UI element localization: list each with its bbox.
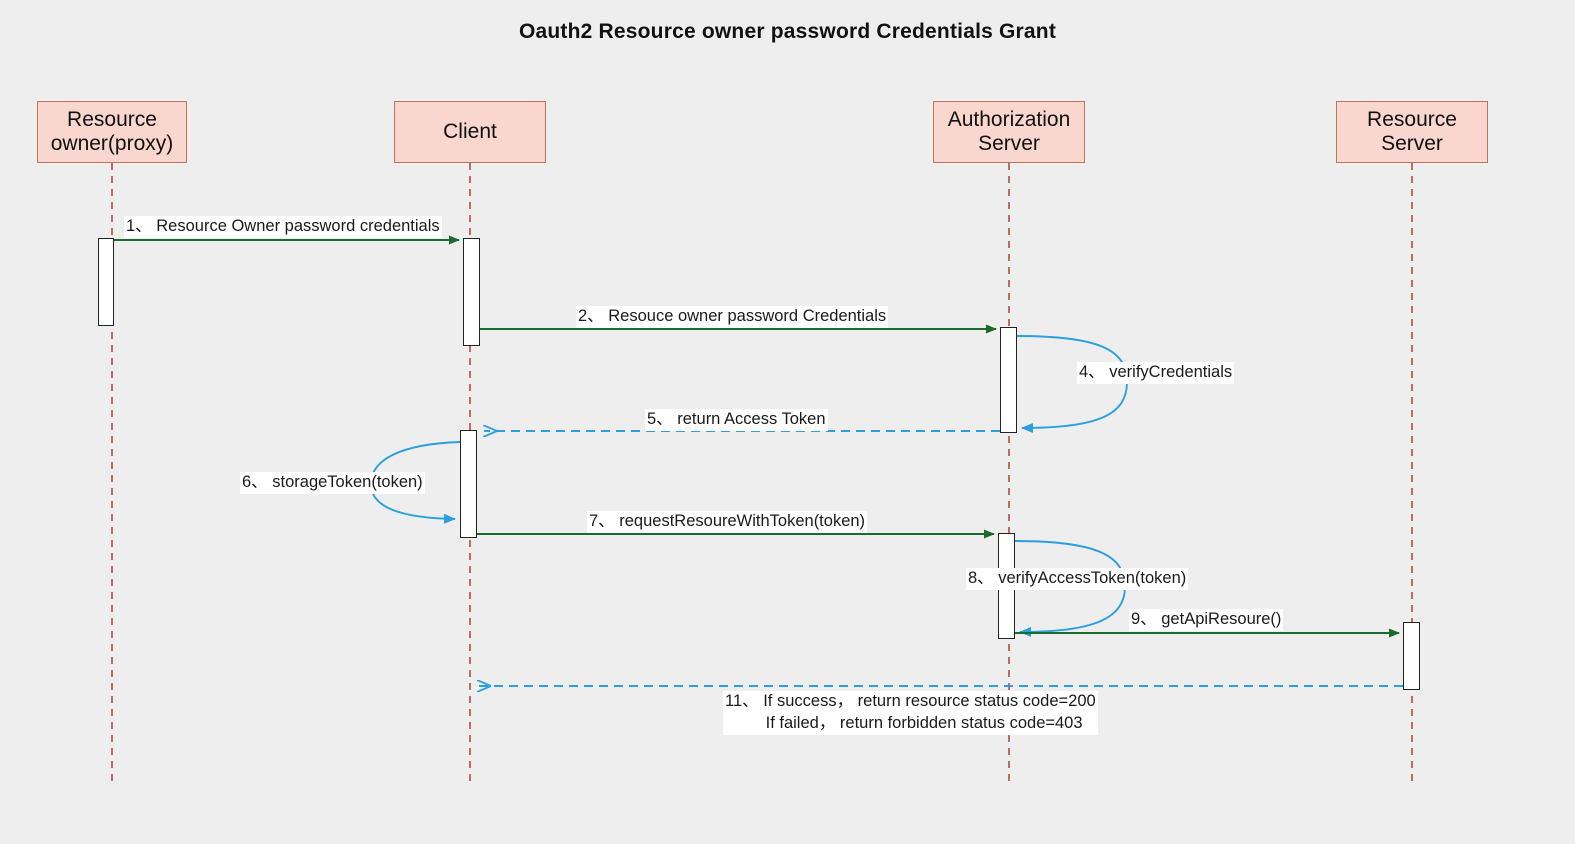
activation-bar-client-1 [463,238,480,346]
message-label-1: 1、 Resource Owner password credentials [124,216,442,238]
message-label-5: 5、 return Access Token [645,409,828,431]
participant-client[interactable]: Client [394,101,546,163]
message-label-6: 6、 storageToken(token) [240,472,425,494]
activation-bar-resource-server-1 [1403,622,1420,690]
activation-bar-resource-owner-1 [98,238,114,326]
message-label-9: 9、 getApiResoure() [1129,609,1284,631]
activation-bar-client-2 [460,430,477,538]
participant-resource-owner[interactable]: Resource owner(proxy) [37,101,187,163]
participant-authorization-server[interactable]: Authorization Server [933,101,1085,163]
activation-bar-authorization-server-1 [1000,327,1017,433]
message-label-2: 2、 Resouce owner password Credentials [576,306,889,328]
diagram-title: Oauth2 Resource owner password Credentia… [518,20,1057,43]
message-label-8: 8、 verifyAccessToken(token) [966,568,1189,590]
participant-resource-server[interactable]: Resource Server [1336,101,1488,163]
message-label-11: 11、 If success， return resource status c… [723,691,1098,735]
message-label-7: 7、 requestResoureWithToken(token) [587,511,868,533]
message-label-4: 4、 verifyCredentials [1077,362,1235,384]
